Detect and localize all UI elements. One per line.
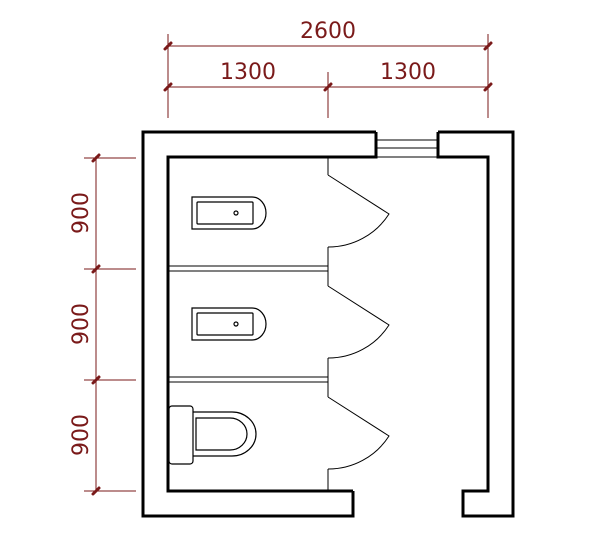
tick-split-right — [483, 82, 493, 92]
western-toilet — [168, 405, 257, 465]
tick-left-3 — [91, 375, 101, 385]
window — [376, 139, 438, 158]
tick-left-1 — [91, 153, 101, 163]
dim-left-2: 900 — [69, 303, 94, 345]
squat-toilet-icon — [191, 307, 267, 341]
partition-horizontal-2 — [167, 376, 329, 383]
tick-split-mid — [323, 82, 333, 92]
doors — [327, 174, 390, 470]
tick-total-right — [483, 41, 493, 51]
partition-horizontal-1 — [167, 265, 329, 272]
squat-toilet-icon — [191, 196, 267, 230]
dim-top-right: 1300 — [380, 60, 436, 85]
tick-split-left — [163, 82, 173, 92]
dim-top-total: 2600 — [300, 19, 356, 44]
top-dimensions: 2600 1300 1300 — [163, 19, 493, 118]
left-dimensions: 900 900 900 — [69, 153, 136, 496]
door-1 — [327, 174, 390, 248]
wall-right — [436, 130, 515, 518]
partitions — [167, 157, 329, 491]
dim-top-left: 1300 — [220, 60, 276, 85]
squat-toilet-1 — [191, 196, 267, 230]
walls — [141, 130, 515, 518]
inner-wall-left — [166, 132, 378, 493]
dim-left-3: 900 — [69, 414, 94, 456]
dim-left-1: 900 — [69, 192, 94, 234]
squat-toilet-2 — [191, 307, 267, 341]
toilet-tank-icon — [168, 405, 194, 465]
tick-left-4 — [91, 486, 101, 496]
door-3 — [327, 396, 390, 470]
tick-left-2 — [91, 264, 101, 274]
tick-total-left — [163, 41, 173, 51]
toilet-bowl-icon — [193, 411, 257, 457]
outer-wall-left — [141, 130, 376, 518]
door-2 — [327, 285, 390, 359]
